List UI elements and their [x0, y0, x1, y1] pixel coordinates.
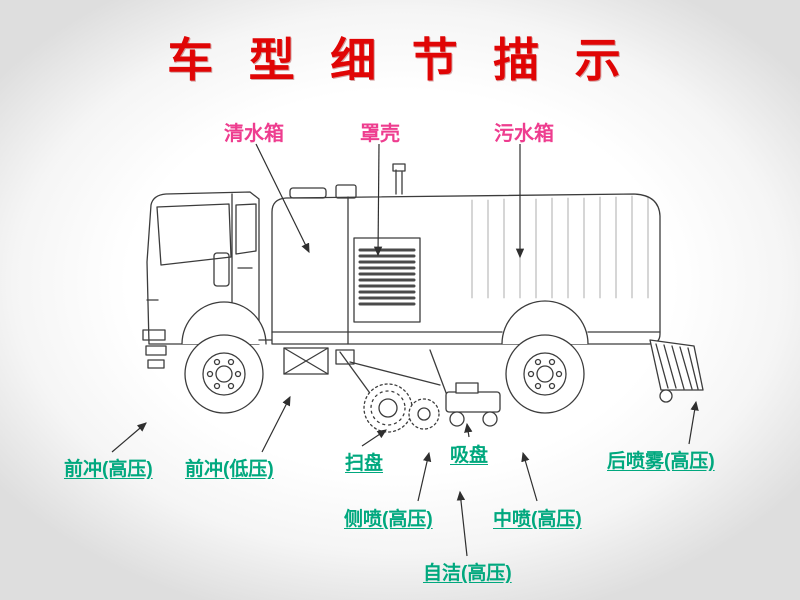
arrow-suction-disc [464, 422, 473, 438]
arrow-front-flush-high [111, 422, 147, 453]
front-wheel-arch [181, 301, 267, 345]
door-mirror [213, 252, 230, 287]
label-sewage-tank: 污水箱 [494, 123, 554, 145]
sweep-disc-brush [363, 383, 440, 433]
page-title: 车 型 细 节 描 示 [167, 35, 633, 86]
door-window [235, 203, 257, 255]
label-sweep-disc: 扫盘 [345, 453, 384, 474]
label-cover-shell: 罩壳 [360, 123, 400, 145]
top-hatch [335, 184, 357, 199]
label-rear-mist-high: 后喷雾(高压) [607, 451, 715, 472]
suction-unit [445, 382, 501, 427]
label-self-clean-high: 自洁(高压) [423, 563, 512, 584]
front-wheel [184, 334, 264, 414]
rear-brush-panel [649, 339, 704, 403]
arrow-rear-mist-high [688, 400, 699, 445]
arrow-mid-spray-high [521, 451, 538, 502]
label-mid-spray-high: 中喷(高压) [493, 509, 582, 530]
label-clean-water-tank: 清水箱 [224, 123, 284, 145]
truck-cab [142, 191, 273, 369]
rear-wheel-arch [501, 300, 589, 345]
label-front-flush-high: 前冲(高压) [64, 459, 153, 480]
arrow-cover-shell [373, 143, 383, 257]
under-chassis-equipment [283, 347, 501, 433]
tank-body [271, 163, 661, 345]
rear-wheel [505, 334, 585, 414]
top-hatch [289, 187, 327, 199]
cover-shell-housing [353, 237, 421, 323]
arrow-sweep-disc [361, 429, 387, 447]
leader-arrows [111, 143, 699, 557]
windshield [156, 203, 232, 266]
label-side-spray-high: 侧喷(高压) [344, 509, 433, 530]
arrow-self-clean-high [456, 490, 468, 557]
label-front-flush-low: 前冲(低压) [185, 459, 274, 480]
arrow-side-spray-high [417, 451, 432, 502]
arrow-clean-water-tank [255, 143, 310, 254]
label-suction-disc: 吸盘 [450, 445, 489, 466]
arrow-front-flush-low [261, 395, 291, 453]
